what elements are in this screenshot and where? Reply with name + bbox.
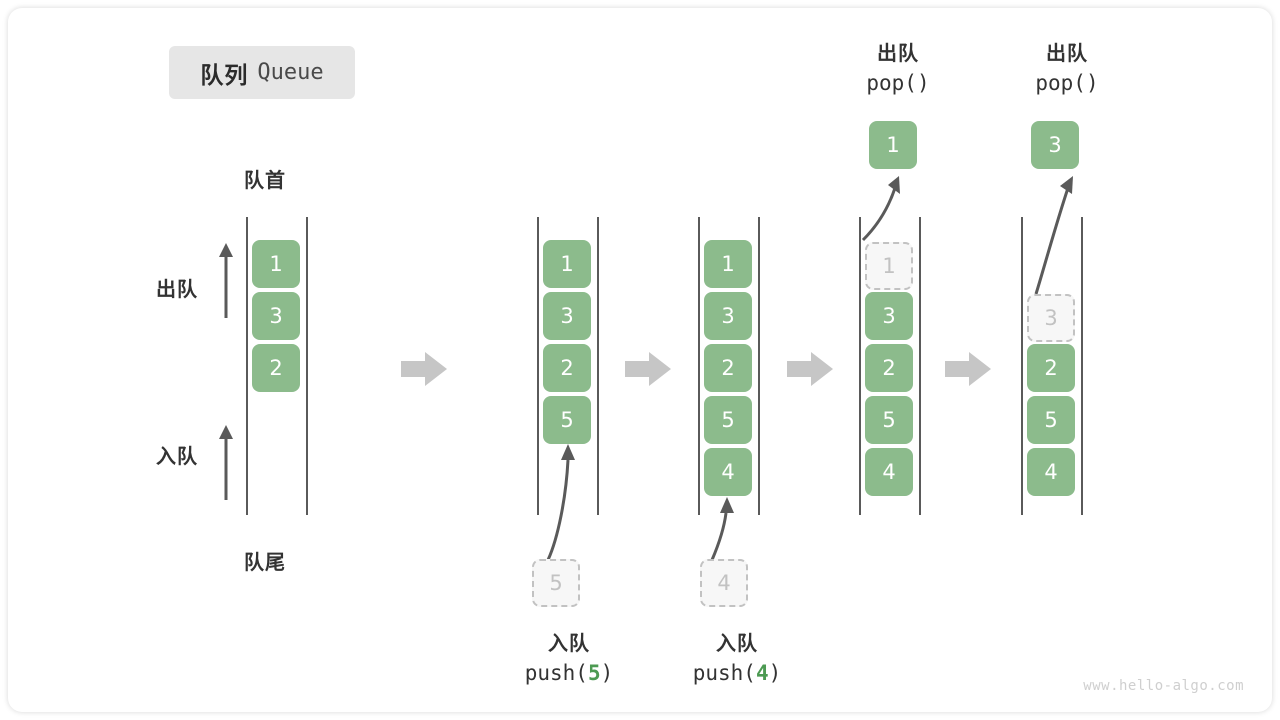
queue-rail-right-5 <box>1081 217 1083 515</box>
queue-rail-right-2 <box>597 217 599 515</box>
code-suffix: ) <box>916 71 930 96</box>
caption-cn: 入队 <box>548 631 590 655</box>
caption-push-4: 入队 push(4) <box>642 628 832 690</box>
queue-rail-right-1 <box>306 217 308 515</box>
queue-rail-left-3 <box>698 217 700 515</box>
code-prefix: push( <box>692 661 756 686</box>
push-motion-arrow-icon <box>710 497 734 561</box>
step-arrow-icon <box>945 352 991 386</box>
queue-stack-4: 3 2 5 4 <box>865 292 913 496</box>
label-tail: 队尾 <box>244 550 286 574</box>
caption-pop-1: 出队 pop() <box>815 38 981 100</box>
queue-element-new: 4 <box>704 448 752 496</box>
push-motion-arrow-icon <box>546 444 575 561</box>
caption-push-5: 入队 push(5) <box>474 628 664 690</box>
code-prefix: pop( <box>866 71 917 96</box>
queue-rail-left-4 <box>859 217 861 515</box>
code-suffix: ) <box>1085 71 1099 96</box>
queue-element: 2 <box>252 344 300 392</box>
ghost-element-push: 4 <box>700 559 748 607</box>
dequeue-direction-arrow-icon <box>219 243 233 318</box>
ghost-element-pop: 1 <box>865 242 913 290</box>
pop-motion-arrow-icon <box>1034 176 1073 295</box>
queue-element: 4 <box>865 448 913 496</box>
queue-element: 1 <box>252 240 300 288</box>
caption-code: pop() <box>815 68 981 100</box>
watermark: www.hello-algo.com <box>1083 678 1244 694</box>
queue-element: 4 <box>1027 448 1075 496</box>
queue-stack-5: 2 5 4 <box>1027 344 1075 496</box>
pop-motion-arrow-icon <box>861 176 900 242</box>
ghost-element-push: 5 <box>532 559 580 607</box>
code-value: 4 <box>755 661 769 686</box>
caption-pop-3: 出队 pop() <box>984 38 1150 100</box>
step-arrow-icon <box>787 352 833 386</box>
queue-element: 3 <box>865 292 913 340</box>
diagram-canvas: 队列 Queue 队首 队尾 出队 入队 1 3 2 1 3 2 5 5 <box>8 8 1272 712</box>
title-cn: 队列 <box>200 62 249 89</box>
title-en: Queue <box>257 60 324 85</box>
queue-element: 3 <box>252 292 300 340</box>
ghost-element-pop: 3 <box>1027 294 1075 342</box>
label-enqueue: 入队 <box>156 444 198 468</box>
queue-rail-left-2 <box>537 217 539 515</box>
queue-element: 2 <box>543 344 591 392</box>
queue-rail-right-3 <box>758 217 760 515</box>
step-arrow-icon <box>625 352 671 386</box>
step-arrow-icon <box>401 352 447 386</box>
queue-rail-right-4 <box>919 217 921 515</box>
queue-element: 3 <box>704 292 752 340</box>
caption-cn: 入队 <box>716 631 758 655</box>
code-suffix: ) <box>768 661 782 686</box>
queue-element: 5 <box>1027 396 1075 444</box>
caption-code: push(4) <box>642 658 832 690</box>
queue-element: 5 <box>865 396 913 444</box>
code-value: 5 <box>587 661 601 686</box>
queue-rail-left-1 <box>246 217 248 515</box>
queue-element: 2 <box>1027 344 1075 392</box>
code-suffix: ) <box>600 661 614 686</box>
label-dequeue: 出队 <box>156 277 198 301</box>
code-prefix: push( <box>524 661 588 686</box>
label-head: 队首 <box>244 168 286 192</box>
queue-stack-2: 1 3 2 5 <box>543 240 591 444</box>
code-prefix: pop( <box>1035 71 1086 96</box>
queue-element: 5 <box>704 396 752 444</box>
queue-stack-3: 1 3 2 5 4 <box>704 240 752 496</box>
caption-code: push(5) <box>474 658 664 690</box>
queue-element-new: 5 <box>543 396 591 444</box>
queue-rail-left-5 <box>1021 217 1023 515</box>
enqueue-direction-arrow-icon <box>219 425 233 500</box>
caption-code: pop() <box>984 68 1150 100</box>
queue-element: 2 <box>865 344 913 392</box>
popped-element: 3 <box>1031 121 1079 169</box>
queue-element: 3 <box>543 292 591 340</box>
queue-stack-1: 1 3 2 <box>252 240 300 392</box>
popped-element: 1 <box>869 121 917 169</box>
title-badge: 队列 Queue <box>169 46 355 99</box>
queue-element: 1 <box>543 240 591 288</box>
caption-cn: 出队 <box>1046 41 1088 65</box>
queue-element: 2 <box>704 344 752 392</box>
caption-cn: 出队 <box>877 41 919 65</box>
queue-element: 1 <box>704 240 752 288</box>
